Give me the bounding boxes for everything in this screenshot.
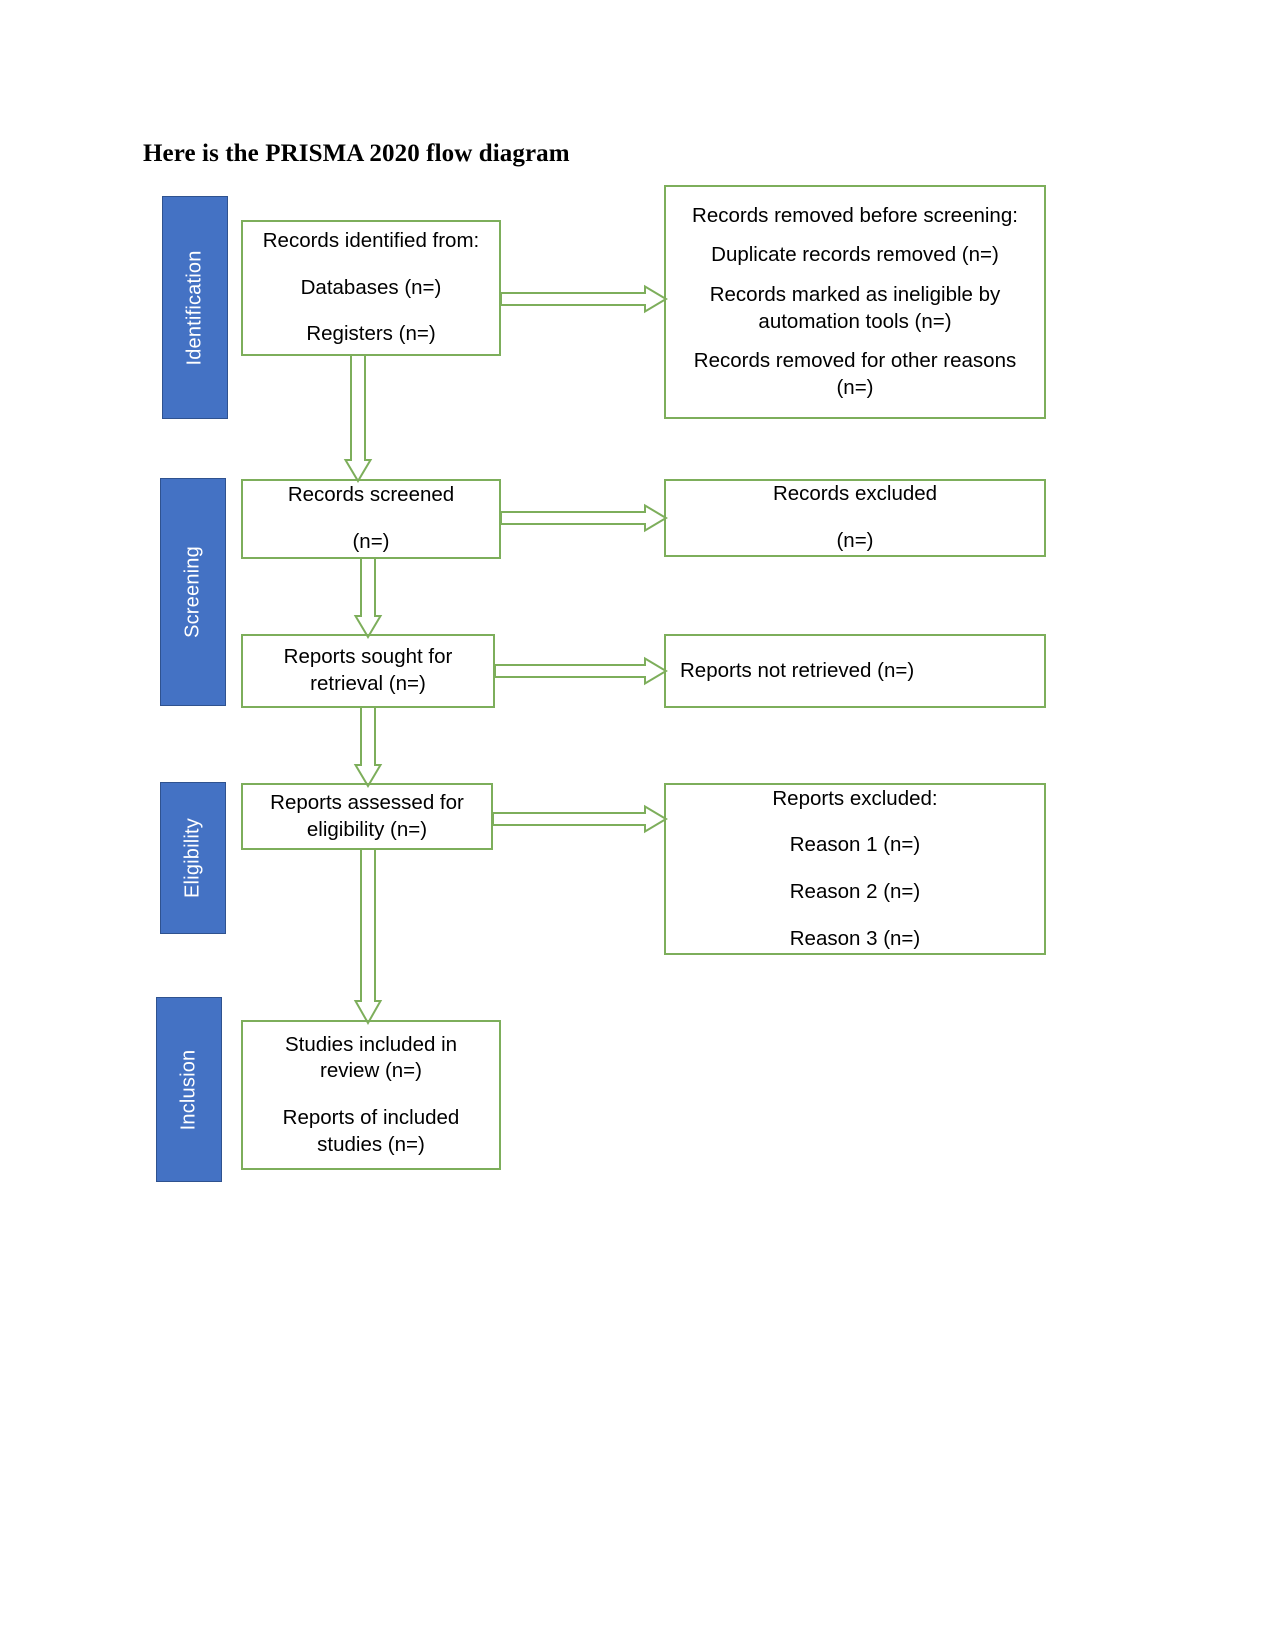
box-line: Records screened <box>287 483 455 507</box>
arrow-assessed-to-excluded <box>492 804 668 834</box>
box-reports-not-retrieved: Reports not retrieved (n=) <box>664 634 1046 708</box>
box-line: review (n=) <box>320 1059 422 1083</box>
stage-bar-identification: Identification <box>162 196 228 419</box>
page-title: Here is the PRISMA 2020 flow diagram <box>143 140 570 167</box>
arrow-identified-to-screened <box>343 356 373 483</box>
box-line: automation tools (n=) <box>758 309 952 333</box>
arrow-assessed-to-included <box>353 849 383 1026</box>
box-line: Records removed before screening: <box>692 203 1018 227</box>
stage-bar-eligibility: Eligibility <box>160 782 226 934</box>
arrow-screened-to-excluded <box>500 503 668 533</box>
box-records-identified: Records identified from: Databases (n=) … <box>241 220 501 356</box>
box-line: (n=) <box>836 529 874 552</box>
box-line: Reports of included <box>282 1106 460 1129</box>
box-records-removed-before-screening: Records removed before screening: Duplic… <box>664 185 1046 419</box>
box-line: Records marked as ineligible by <box>709 282 1001 306</box>
box-line: Reason 2 (n=) <box>789 880 921 903</box>
box-studies-included: Studies included in review (n=) Reports … <box>241 1020 501 1170</box>
box-line: Reports assessed for <box>270 790 464 814</box>
stage-label-identification: Identification <box>183 249 206 366</box>
box-line: Databases (n=) <box>300 275 442 299</box>
box-line: Reason 3 (n=) <box>789 926 921 950</box>
stage-label-inclusion: Inclusion <box>177 1049 200 1130</box>
box-line: (n=) <box>352 530 390 553</box>
box-line: retrieval (n=) <box>310 672 426 695</box>
arrow-identified-to-removed <box>500 284 668 314</box>
box-line: Reports excluded: <box>772 786 938 810</box>
box-line: Reports sought for <box>283 645 453 669</box>
box-line: (n=) <box>836 375 874 399</box>
box-reports-excluded: Reports excluded: Reason 1 (n=) Reason 2… <box>664 783 1046 955</box>
box-line: Duplicate records removed (n=) <box>711 243 999 267</box>
box-reports-sought: Reports sought for retrieval (n=) <box>241 634 495 708</box>
box-line: Records removed for other reasons <box>693 349 1017 373</box>
box-line: Registers (n=) <box>306 322 436 346</box>
box-line: Reports not retrieved (n=) <box>680 658 915 682</box>
box-line: studies (n=) <box>317 1132 425 1156</box>
box-records-screened: Records screened (n=) <box>241 479 501 559</box>
stage-label-eligibility: Eligibility <box>181 817 204 899</box>
box-line: Records identified from: <box>262 229 480 253</box>
arrow-sought-to-not-retrieved <box>494 656 668 686</box>
arrow-screened-to-reports-sought <box>353 558 383 639</box>
box-reports-assessed: Reports assessed for eligibility (n=) <box>241 783 493 850</box>
stage-bar-inclusion: Inclusion <box>156 997 222 1182</box>
box-line: eligibility (n=) <box>306 817 428 841</box>
box-line: Records excluded <box>772 482 938 506</box>
arrow-sought-to-assessed <box>353 707 383 788</box>
stage-bar-screening: Screening <box>160 478 226 706</box>
box-records-excluded: Records excluded (n=) <box>664 479 1046 557</box>
stage-label-screening: Screening <box>181 546 204 638</box>
box-line: Reason 1 (n=) <box>789 833 921 857</box>
box-line: Studies included in <box>284 1032 458 1056</box>
